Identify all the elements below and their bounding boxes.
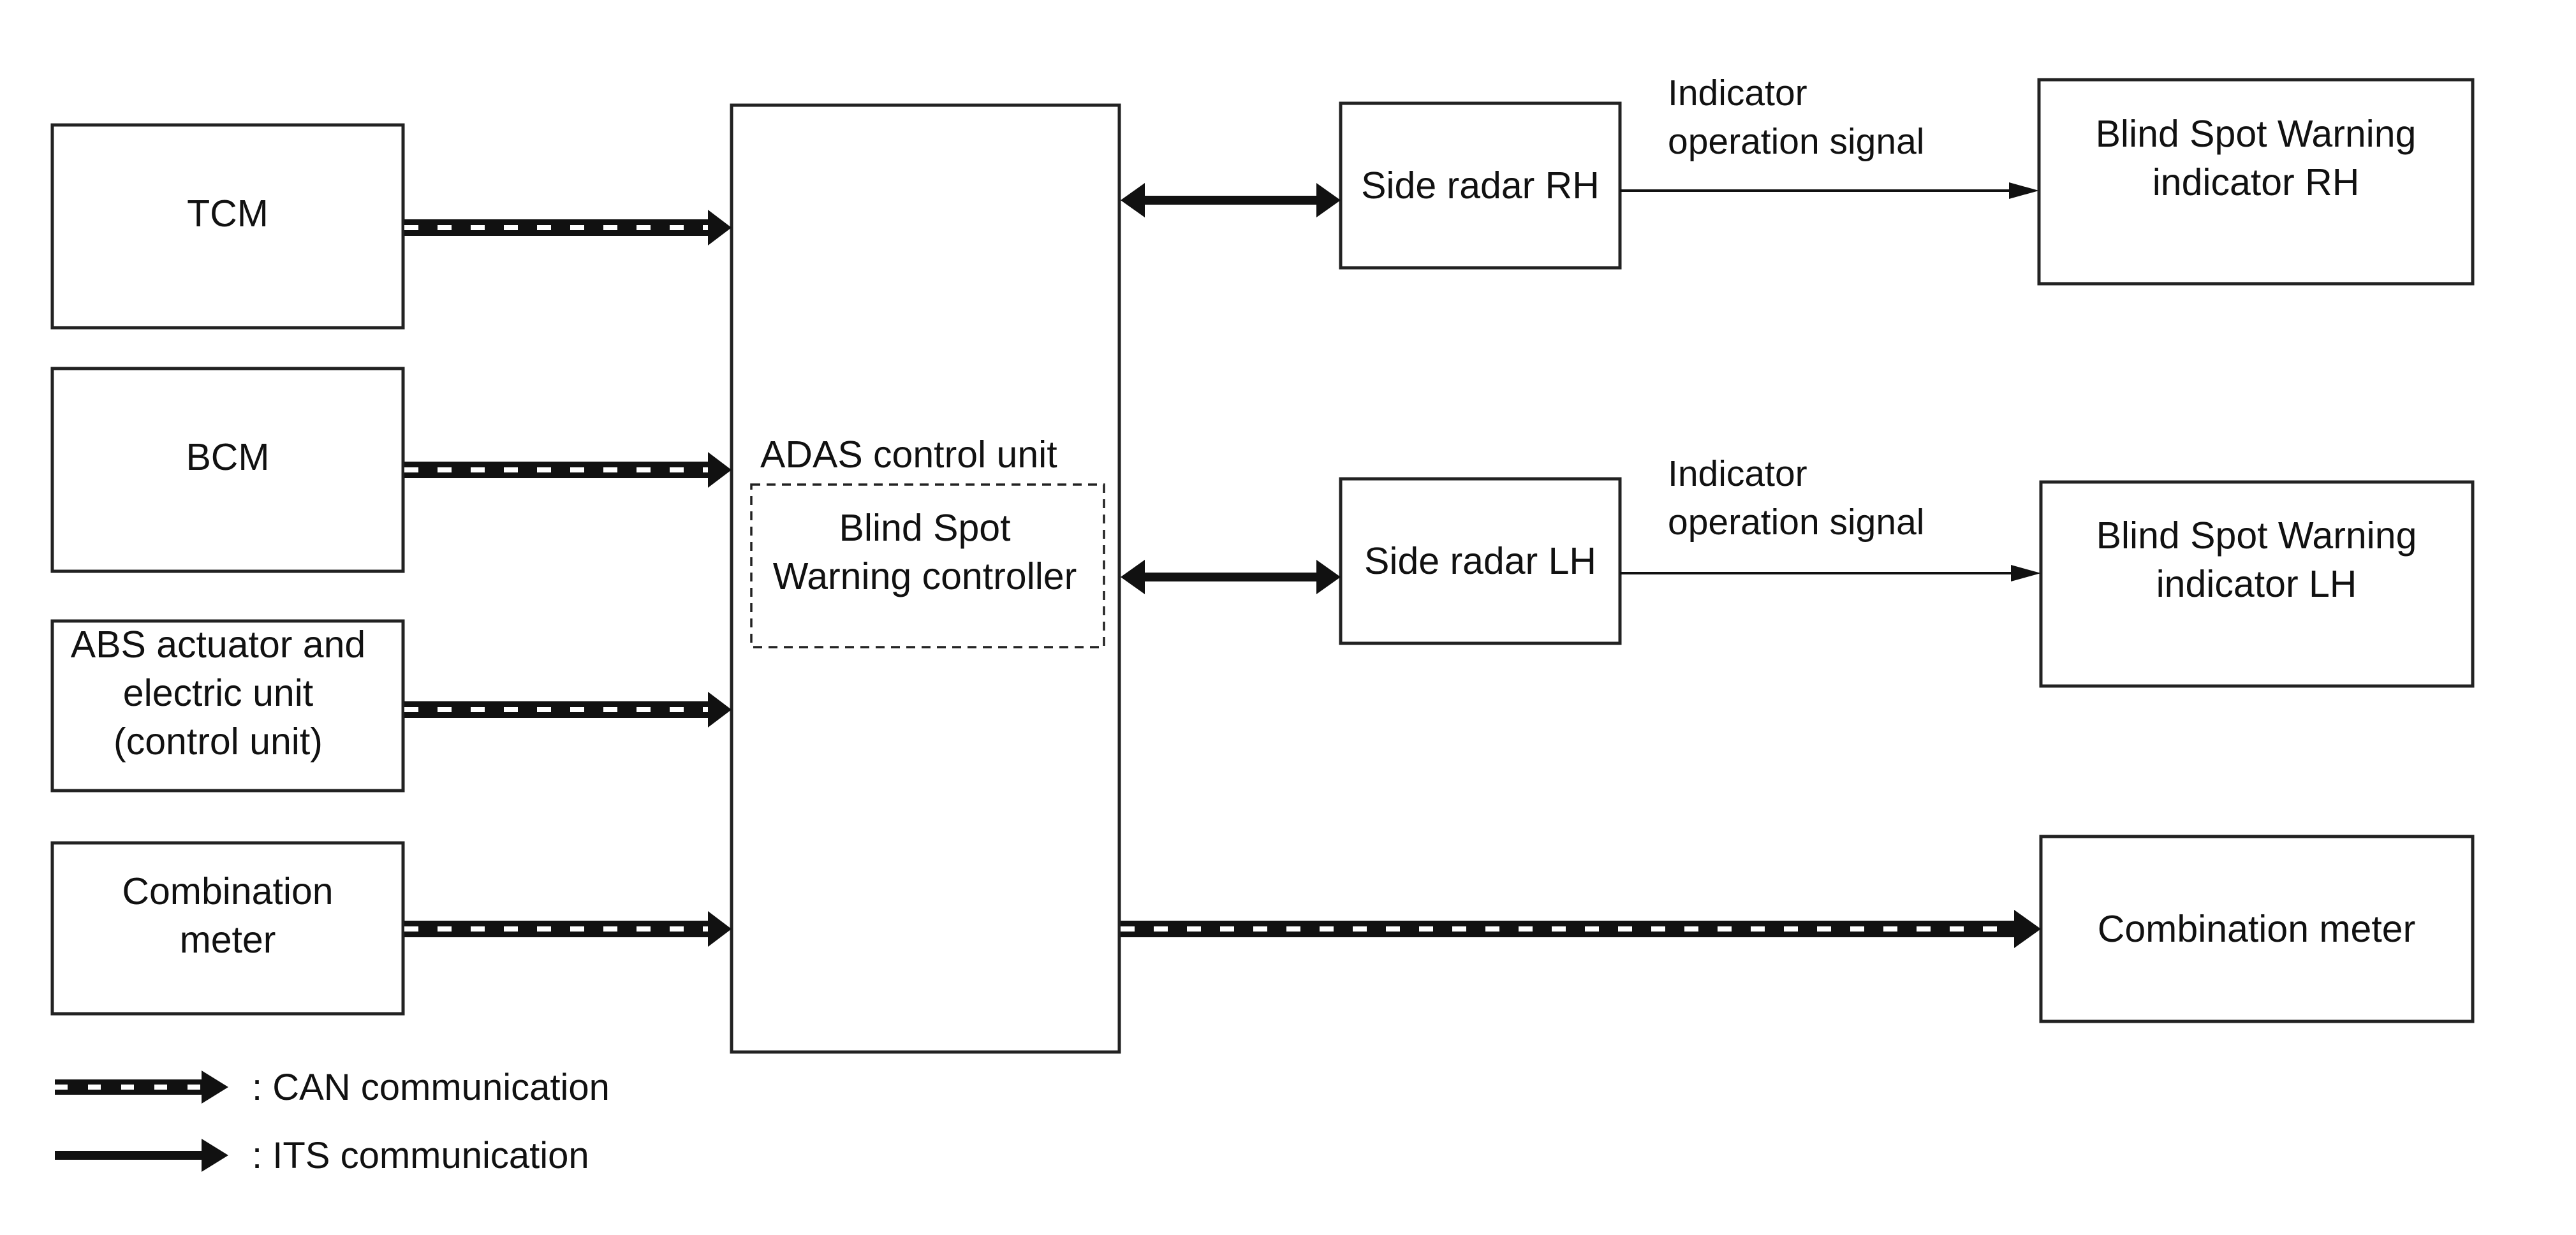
- combination-meter-output-label-line: Combination meter: [2098, 908, 2415, 950]
- bsw-controller-label-line: Warning controller: [773, 555, 1077, 597]
- legend-its-label: : ITS communication: [252, 1135, 589, 1176]
- tcm-block: TCM: [50, 123, 405, 330]
- can-arrow-adas-to-meter: [1121, 910, 2041, 948]
- signal-label-rh-line: Indicator: [1668, 73, 1807, 113]
- signal-label-lh: Indicator operation signal: [1668, 453, 1924, 543]
- side-radar-lh-label: Side radar LH: [1364, 540, 1596, 582]
- signal-label-rh-line: operation signal: [1668, 121, 1924, 162]
- legend-can-label: : CAN communication: [252, 1067, 610, 1108]
- indicator-rh-label-line: indicator RH: [2153, 161, 2360, 203]
- its-arrow-adas-radar-lh: [1121, 560, 1341, 594]
- legend-its-arrow: [55, 1139, 228, 1172]
- can-arrow-tcm-to-adas: [404, 210, 732, 245]
- legend-can-arrow: [55, 1071, 228, 1104]
- combination-meter-input-label-line: Combination: [122, 870, 333, 912]
- legend: : CAN communication : ITS communication: [55, 1067, 610, 1176]
- tcm-label-line: TCM: [187, 193, 269, 235]
- abs-label: ABS actuator and electric unit (control un…: [71, 624, 365, 763]
- indicator-rh-block: Blind Spot Warning indicator RH: [2037, 78, 2475, 286]
- side-radar-rh-block: Side radar RH: [1339, 101, 1622, 270]
- side-radar-lh-block: Side radar LH: [1339, 477, 1622, 645]
- indicator-lh-label-line: indicator LH: [2156, 563, 2357, 605]
- adas-control-unit-label: ADAS control unit: [760, 434, 1057, 476]
- combination-meter-output-label: Combination meter: [2098, 908, 2415, 950]
- can-arrow-bcm-to-adas: [404, 452, 732, 488]
- signal-label-lh-line: operation signal: [1668, 502, 1924, 543]
- indicator-rh-label-line: Blind Spot Warning: [2096, 113, 2417, 155]
- its-arrow-adas-radar-rh: [1121, 183, 1341, 217]
- abs-label-line: (control unit): [114, 720, 323, 763]
- bsw-controller-frame: [750, 483, 1105, 648]
- can-arrow-meter-to-adas: [404, 911, 732, 947]
- bcm-block: BCM: [50, 367, 405, 573]
- combination-meter-input-label: Combination meter: [122, 870, 333, 961]
- tcm-label: TCM: [187, 193, 269, 235]
- abs-label-line: ABS actuator and: [71, 624, 365, 666]
- combination-meter-input-block: Combination meter: [50, 841, 405, 1016]
- signal-label-lh-line: Indicator: [1668, 453, 1807, 494]
- signal-label-rh: Indicator operation signal: [1668, 73, 1924, 162]
- combination-meter-input-label-line: meter: [180, 919, 276, 961]
- side-radar-lh-label-line: Side radar LH: [1364, 540, 1596, 582]
- can-arrow-abs-to-adas: [404, 692, 732, 727]
- indicator-lh-label-line: Blind Spot Warning: [2096, 515, 2417, 557]
- indicator-lh-label: Blind Spot Warning indicator LH: [2096, 515, 2417, 605]
- signal-arrow-lh: [1620, 565, 2041, 581]
- signal-arrow-rh: [1620, 182, 2039, 199]
- abs-block: ABS actuator and electric unit (control un…: [50, 619, 405, 793]
- indicator-lh-block: Blind Spot Warning indicator LH: [2039, 480, 2475, 688]
- abs-label-line: electric unit: [123, 672, 313, 714]
- adas-control-unit-label-line: ADAS control unit: [760, 434, 1057, 476]
- bcm-label-line: BCM: [186, 436, 269, 478]
- combination-meter-output-block: Combination meter: [2039, 835, 2475, 1023]
- side-radar-rh-label: Side radar RH: [1361, 164, 1600, 207]
- bcm-label: BCM: [186, 436, 269, 478]
- indicator-rh-label: Blind Spot Warning indicator RH: [2096, 113, 2417, 203]
- bsw-controller-label-line: Blind Spot: [839, 507, 1011, 549]
- side-radar-rh-label-line: Side radar RH: [1361, 164, 1600, 207]
